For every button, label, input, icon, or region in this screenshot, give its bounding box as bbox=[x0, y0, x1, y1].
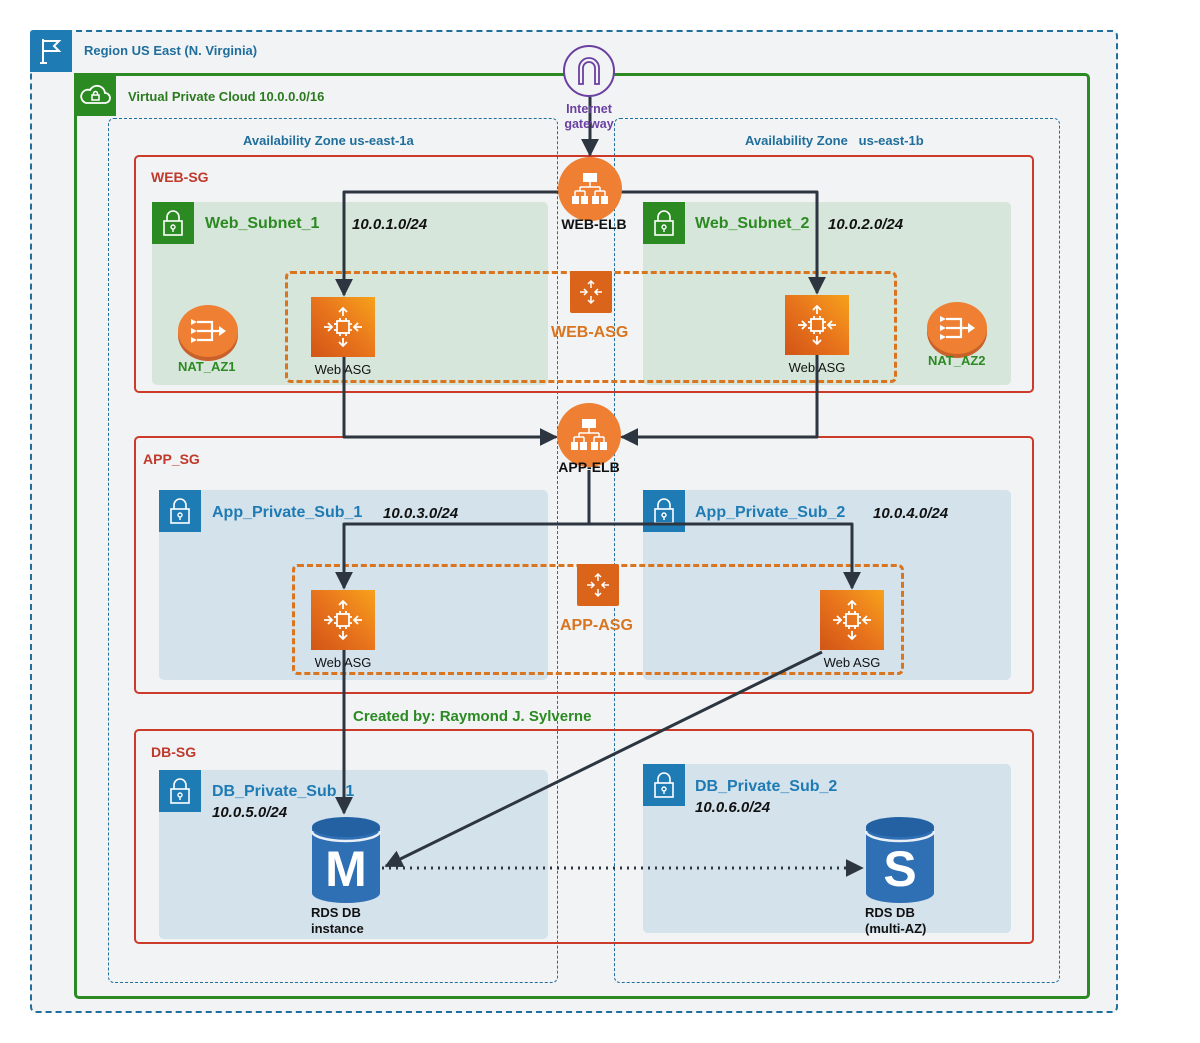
app-subnet-2-cidr: 10.0.4.0/24 bbox=[873, 505, 949, 522]
app-instance-1-label: Web ASG bbox=[314, 655, 372, 670]
auto-scaling-icon bbox=[587, 572, 609, 598]
lock-icon bbox=[654, 498, 674, 524]
nat-gateway-icon bbox=[940, 316, 975, 340]
app-instance-1[interactable] bbox=[311, 590, 375, 650]
rds-master-instance[interactable]: M bbox=[310, 815, 382, 905]
db-subnet-1-name: DB_Private_Sub_1 bbox=[212, 783, 355, 800]
flag-icon bbox=[40, 39, 62, 64]
db-subnet-2-cidr: 10.0.6.0/24 bbox=[695, 799, 771, 816]
rds-standby-label-line1: RDS DB bbox=[865, 905, 915, 920]
lock-icon bbox=[170, 498, 190, 524]
web-instance-1-label: Web ASG bbox=[314, 362, 372, 377]
rds-master-label-line2: instance bbox=[311, 921, 364, 936]
web-sg-label: WEB-SG bbox=[151, 169, 209, 185]
igw-label-line2: gateway bbox=[564, 117, 614, 131]
nat-az1-label: NAT_AZ1 bbox=[178, 359, 236, 374]
ec2-auto-scaling-icon bbox=[833, 599, 871, 641]
web-load-balancer[interactable] bbox=[558, 157, 622, 221]
web-subnet-2-lock-badge bbox=[643, 202, 685, 244]
rds-master-letter: M bbox=[325, 841, 367, 897]
az-b-label: Availability Zone us-east-1b bbox=[745, 133, 924, 148]
web-asg-label: WEB-ASG bbox=[551, 324, 629, 341]
nat-gateway-az1[interactable] bbox=[178, 305, 238, 357]
db-subnet-1-lock-badge bbox=[159, 770, 201, 812]
web-subnet-1-cidr: 10.0.1.0/24 bbox=[352, 216, 428, 233]
app-asg-label: APP-ASG bbox=[560, 617, 633, 634]
app-subnet-1-lock-badge bbox=[159, 490, 201, 532]
app-load-balancer[interactable] bbox=[557, 403, 621, 467]
web-subnet-1-lock-badge bbox=[152, 202, 194, 244]
web-subnet-1-name: Web_Subnet_1 bbox=[205, 215, 320, 232]
db-sg-label: DB-SG bbox=[151, 744, 197, 760]
load-balancer-icon bbox=[572, 173, 608, 204]
cloud-lock-icon bbox=[80, 84, 111, 104]
app-instance-2[interactable] bbox=[820, 590, 884, 650]
web-instance-2-label: Web ASG bbox=[788, 360, 846, 375]
web-asg-badge bbox=[570, 271, 612, 313]
db-subnet-1-cidr: 10.0.5.0/24 bbox=[212, 804, 288, 821]
vpc-label: Virtual Private Cloud 10.0.0.0/16 bbox=[128, 89, 325, 104]
region-label: Region US East (N. Virginia) bbox=[84, 43, 258, 58]
web-subnet-2-cidr: 10.0.2.0/24 bbox=[828, 216, 904, 233]
app-instance-2-label: Web ASG bbox=[823, 655, 881, 670]
app-subnet-2-lock-badge bbox=[643, 490, 685, 532]
rds-standby-label-line2: (multi-AZ) bbox=[865, 921, 927, 936]
web-subnet-2-name: Web_Subnet_2 bbox=[695, 215, 810, 232]
db-subnet-2-lock-badge bbox=[643, 764, 685, 806]
app-subnet-1-name: App_Private_Sub_1 bbox=[212, 504, 363, 521]
internet-gateway-icon bbox=[578, 57, 600, 85]
app-subnet-2-name: App_Private_Sub_2 bbox=[695, 504, 846, 521]
app-subnet-1-cidr: 10.0.3.0/24 bbox=[383, 505, 459, 522]
app-asg-badge bbox=[577, 564, 619, 606]
ec2-auto-scaling-icon bbox=[798, 304, 836, 346]
web-instance-1[interactable] bbox=[311, 297, 375, 357]
load-balancer-icon bbox=[571, 419, 607, 450]
vpc-badge bbox=[74, 73, 116, 116]
lock-icon bbox=[163, 210, 183, 236]
igw-label-line1: Internet bbox=[566, 102, 612, 116]
region-flag-badge bbox=[30, 30, 72, 72]
ec2-auto-scaling-icon bbox=[324, 599, 362, 641]
auto-scaling-icon bbox=[580, 279, 602, 305]
web-elb-label: WEB-ELB bbox=[561, 216, 627, 232]
az-a-label: Availability Zone us-east-1a bbox=[243, 133, 414, 148]
ec2-auto-scaling-icon bbox=[324, 306, 362, 348]
author-credit: Created by: Raymond J. Sylverne bbox=[353, 708, 592, 725]
app-elb-label: APP-ELB bbox=[558, 459, 620, 475]
internet-gateway[interactable] bbox=[563, 45, 615, 97]
internet-gateway-label: Internet gateway bbox=[549, 102, 629, 132]
rds-standby-label: RDS DB (multi-AZ) bbox=[865, 905, 926, 937]
rds-standby-instance[interactable]: S bbox=[864, 815, 936, 905]
rds-master-label-line1: RDS DB bbox=[311, 905, 361, 920]
web-instance-2[interactable] bbox=[785, 295, 849, 355]
nat-gateway-icon bbox=[191, 319, 226, 343]
rds-standby-letter: S bbox=[883, 841, 917, 897]
db-subnet-2-name: DB_Private_Sub_2 bbox=[695, 778, 838, 795]
lock-icon bbox=[654, 772, 674, 798]
rds-database-icon bbox=[864, 817, 936, 903]
rds-master-label: RDS DB instance bbox=[311, 905, 364, 937]
lock-icon bbox=[654, 210, 674, 236]
app-sg-label: APP_SG bbox=[143, 451, 200, 467]
rds-database-icon bbox=[310, 817, 382, 903]
nat-gateway-az2[interactable] bbox=[927, 302, 987, 354]
lock-icon bbox=[170, 778, 190, 804]
nat-az2-label: NAT_AZ2 bbox=[928, 353, 986, 368]
